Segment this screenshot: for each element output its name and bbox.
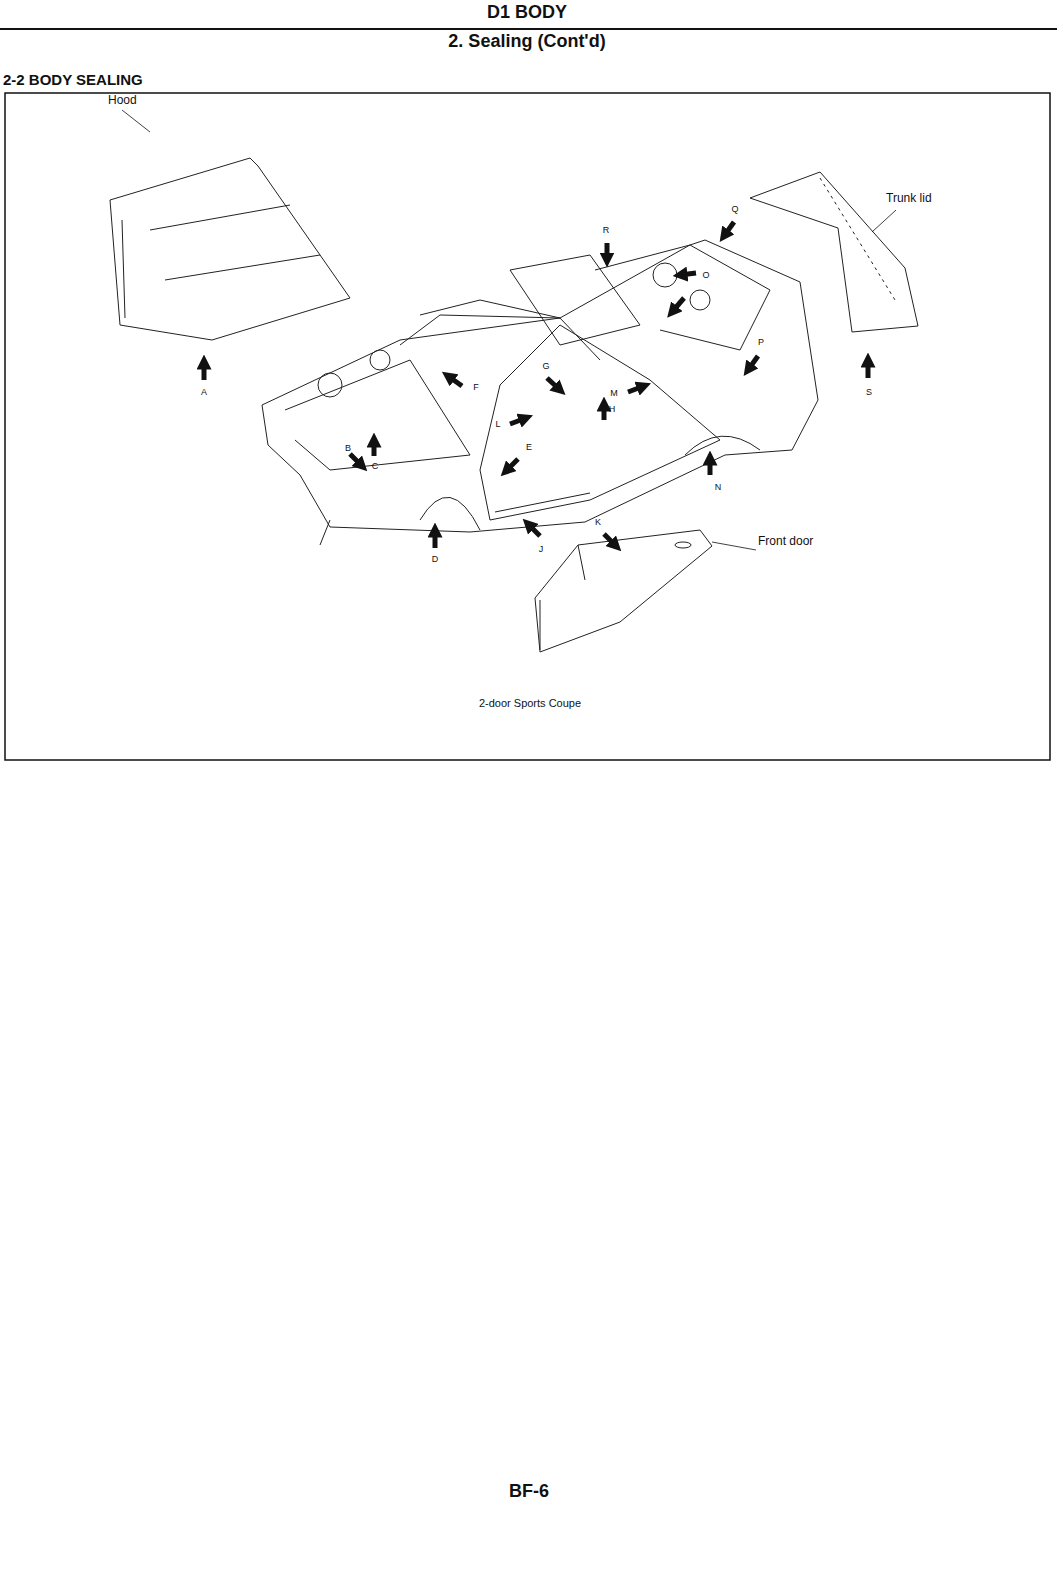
callout-letter: R bbox=[603, 226, 610, 236]
part-name: Trunk lid bbox=[886, 192, 932, 205]
callout-letter: O bbox=[702, 271, 709, 281]
door-outline bbox=[535, 530, 712, 652]
figure-caption: 2-door Sports Coupe bbox=[479, 697, 581, 709]
section-heading: 2. Sealing (Cont'd) bbox=[448, 32, 605, 52]
frame bbox=[5, 93, 1050, 760]
callout-letter: Q bbox=[731, 205, 738, 215]
page-heading: D1 BODY bbox=[487, 3, 567, 23]
hood-outline bbox=[110, 158, 350, 340]
callout-letter: G bbox=[542, 362, 549, 372]
callout-letter: M bbox=[610, 389, 618, 399]
subsection-heading: 2-2 BODY SEALING bbox=[3, 72, 143, 89]
page-number: BF-6 bbox=[509, 1482, 549, 1502]
callout-letter: S bbox=[866, 388, 872, 398]
sealing-arrows bbox=[204, 222, 868, 548]
callout-letter: J bbox=[539, 545, 544, 555]
part-name: Front door bbox=[758, 535, 813, 548]
callout-letter: H bbox=[609, 405, 616, 415]
callout-letter: B bbox=[345, 444, 351, 454]
callout-letter: K bbox=[595, 518, 601, 528]
body-outline bbox=[262, 240, 818, 532]
car-drawing bbox=[110, 158, 918, 652]
callout-letter: F bbox=[473, 383, 479, 393]
callout-letter: E bbox=[526, 443, 532, 453]
leader-lines bbox=[122, 110, 896, 550]
callout-letter: A bbox=[201, 388, 207, 398]
callout-letter: P bbox=[758, 338, 764, 348]
callout-letter: C bbox=[372, 462, 379, 472]
callout-letter: N bbox=[715, 483, 722, 493]
part-name: Hood bbox=[108, 94, 137, 107]
callout-letter: D bbox=[432, 555, 439, 565]
callout-letter: L bbox=[495, 420, 500, 430]
header-rule bbox=[0, 28, 1057, 30]
